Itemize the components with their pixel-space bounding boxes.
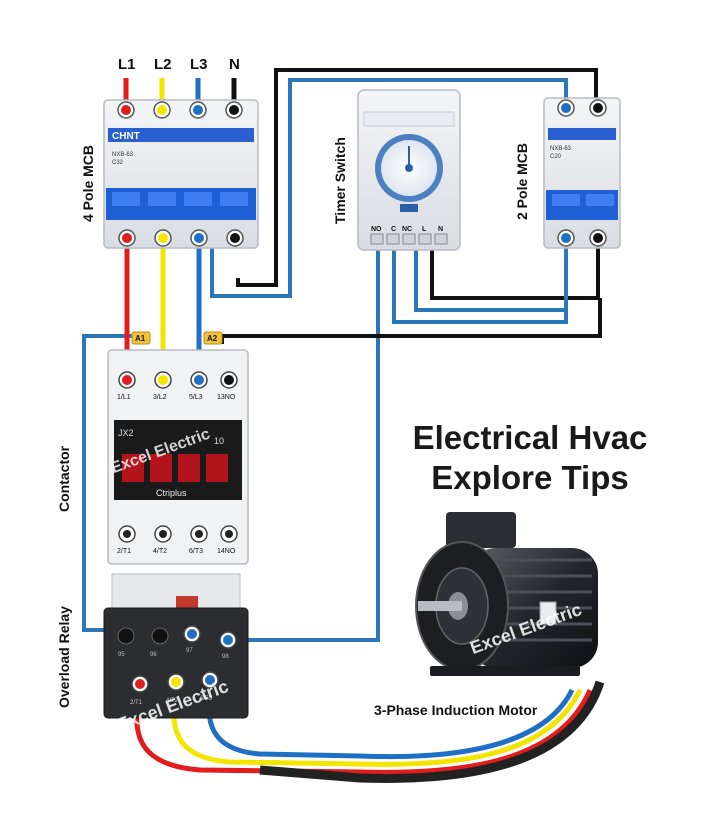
label-l3: L3: [190, 56, 208, 73]
motor-terminal-box: [446, 512, 516, 548]
mcb4-brand: CHNT: [112, 131, 140, 142]
timer-switch: NO C NC L N: [357, 89, 461, 251]
2pole-neutral-to-timer-wire: [430, 240, 600, 300]
coil-a2-label: A2: [207, 334, 218, 343]
contactor-top-terminal-2: 3/L2: [153, 394, 167, 401]
motor-cable: [259, 680, 605, 783]
title-line-1: Electrical Hvac: [412, 419, 648, 456]
timer-terminal-l: L: [422, 226, 427, 233]
timer-terminal-c: C: [391, 226, 396, 233]
label-n: N: [229, 56, 240, 73]
2pole-phase-to-timer-wire: [414, 240, 568, 312]
coil-a1-label: A1: [135, 334, 146, 343]
overload-terminal-1: 2/T1: [130, 700, 143, 706]
contactor-model: JX2: [118, 428, 134, 438]
overload-aux-98: 98: [222, 654, 229, 660]
contactor-aux-label: 10: [214, 436, 224, 446]
label-contactor: Contactor: [56, 445, 72, 512]
contactor-bottom-terminal-2: 4/T2: [153, 548, 167, 555]
overload-aux-97: 97: [186, 648, 193, 654]
label-overload-relay: Overload Relay: [56, 606, 72, 708]
label-timer-switch: Timer Switch: [332, 137, 348, 224]
two-pole-mcb: NXB-63 C20: [543, 97, 621, 249]
contactor-bottom-terminal-4: 14NO: [217, 548, 236, 555]
title-line-2: Explore Tips: [431, 459, 629, 496]
overload-terminal-3: 6/T3: [200, 696, 213, 702]
label-motor: 3-Phase Induction Motor: [374, 702, 538, 718]
contactor-top-terminal-1: 1/L1: [117, 394, 131, 401]
timer-terminal-no: NO: [371, 226, 382, 233]
timer-no-to-overload-wire: [230, 248, 380, 642]
motor-shaft: [418, 601, 462, 611]
contactor-brand: Ctriplus: [156, 488, 187, 498]
mcb2-model: NXB-63: [550, 146, 572, 152]
mcb4-rating: C32: [112, 160, 124, 166]
contactor-top-terminal-3: 5/L3: [189, 394, 203, 401]
label-four-pole-mcb: 4 Pole MCB: [80, 144, 96, 222]
neutral-to-2pole-wire: [236, 68, 598, 287]
phase-to-2pole-wire: [210, 78, 568, 298]
label-two-pole-mcb: 2 Pole MCB: [514, 142, 530, 220]
label-l1: L1: [118, 56, 136, 73]
induction-motor: [415, 512, 598, 676]
overload-aux-95: 95: [118, 652, 125, 658]
overload-terminal-2: 4/T2: [166, 698, 179, 704]
overload-relay: 95 96 97 98 2/T1 4/T2 6/T3: [103, 573, 249, 719]
t3-motor-wire: [206, 685, 575, 760]
t2-motor-wire: [171, 687, 583, 767]
t1-motor-wire: [134, 689, 593, 775]
contactor-bottom-terminal-1: 2/T1: [117, 548, 131, 555]
label-l2: L2: [154, 56, 172, 73]
timer-common-wire: [392, 248, 568, 324]
overload-aux-96: 96: [150, 652, 157, 658]
mcb4-model: NXB-63: [112, 152, 134, 158]
four-pole-mcb: CHNT NXB-63 C32: [103, 99, 259, 249]
timer-terminal-n: N: [438, 226, 443, 233]
contactor-bottom-terminal-3: 6/T3: [189, 548, 203, 555]
mcb2-rating: C20: [550, 154, 562, 160]
contactor-top-terminal-4: 13NO: [217, 394, 236, 401]
contactor: JX2 10 Ctriplus A1 A2 1/L1 3/L2 5/L3 13N…: [107, 331, 249, 565]
timer-terminal-nc: NC: [402, 226, 412, 233]
